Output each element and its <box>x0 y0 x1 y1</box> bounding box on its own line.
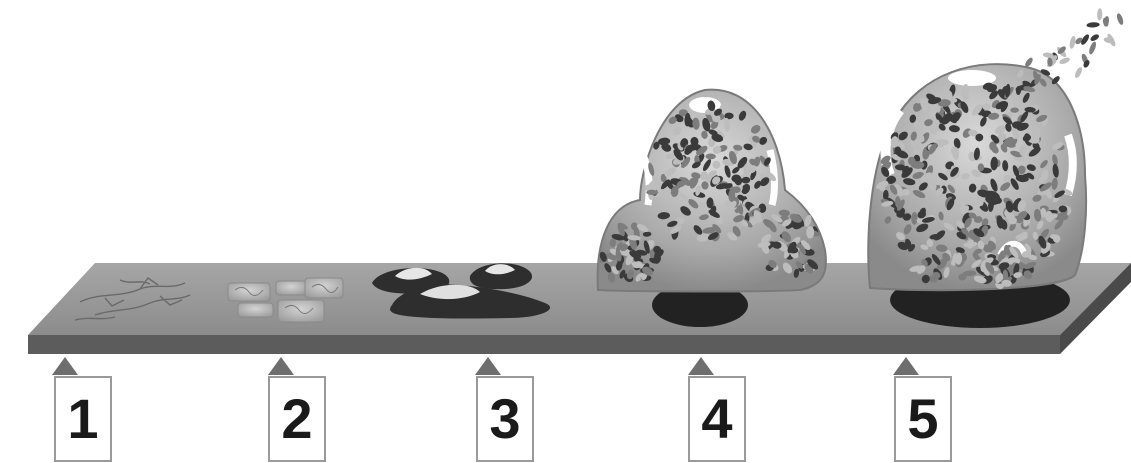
marker-3 <box>475 357 501 375</box>
stage-1-number: 1 <box>67 391 98 447</box>
dispersing-cell <box>1069 35 1077 49</box>
bacterium-cell <box>728 189 735 202</box>
stage-3-label: 3 <box>476 376 534 462</box>
stage-3-number: 3 <box>489 391 520 447</box>
dispersing-cell <box>1089 33 1100 42</box>
stage-markers <box>52 357 919 375</box>
dispersing-cell <box>1116 13 1125 26</box>
marker-5 <box>893 357 919 375</box>
bacterium-cell <box>706 154 716 160</box>
marker-4 <box>688 357 714 375</box>
dispersing-cell <box>1058 56 1070 65</box>
stage-2-number: 2 <box>281 391 312 447</box>
dispersing-cell <box>1097 8 1103 20</box>
dispersing-cell <box>1074 66 1084 79</box>
dispersing-cell <box>1086 22 1100 28</box>
dispersing-cell <box>1088 41 1098 55</box>
stage-5-number: 5 <box>907 391 938 447</box>
stage-4-number: 4 <box>701 391 732 447</box>
stage-1-label: 1 <box>54 376 112 462</box>
plate-front <box>28 335 1060 354</box>
stage-4-label: 4 <box>688 376 746 462</box>
marker-1 <box>52 357 78 375</box>
stage-5-label: 5 <box>894 376 952 462</box>
marker-2 <box>268 357 294 375</box>
dispersing-cell <box>1010 108 1019 113</box>
stage-2-label: 2 <box>268 376 326 462</box>
